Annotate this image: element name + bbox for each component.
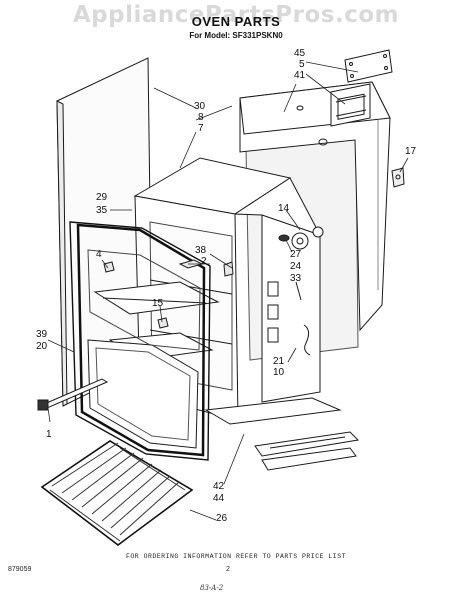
callout-1: 1 bbox=[46, 429, 52, 440]
callout-2: 2 bbox=[201, 256, 207, 267]
element-rod bbox=[38, 379, 107, 410]
panel-hole bbox=[297, 106, 303, 110]
small-clips bbox=[104, 260, 233, 328]
bottom-brackets bbox=[206, 398, 358, 470]
callout-42: 42 bbox=[213, 481, 225, 492]
top-bracket bbox=[345, 50, 392, 82]
panel-hole bbox=[319, 139, 327, 145]
front-frame bbox=[70, 222, 210, 460]
document-code: 879059 bbox=[8, 566, 32, 573]
callout-45: 45 bbox=[294, 48, 306, 59]
callout-35: 35 bbox=[96, 205, 108, 216]
page-number: 2 bbox=[226, 566, 230, 573]
vent-bracket bbox=[331, 84, 370, 126]
callout-30: 30 bbox=[194, 101, 206, 112]
callout-24: 24 bbox=[290, 261, 302, 272]
callout-39: 39 bbox=[36, 329, 48, 340]
callout-21: 21 bbox=[273, 356, 285, 367]
diagram-title: OVEN PARTS bbox=[191, 14, 281, 29]
ordering-note: FOR ORDERING INFORMATION REFER TO PARTS … bbox=[125, 553, 347, 560]
leader-lines bbox=[48, 62, 408, 520]
callout-44: 44 bbox=[213, 493, 225, 504]
callout-41: 41 bbox=[294, 70, 306, 81]
callout-8: 8 bbox=[198, 112, 204, 123]
callout-17: 17 bbox=[405, 146, 417, 157]
callout-10: 10 bbox=[273, 367, 285, 378]
callout-15: 15 bbox=[152, 298, 164, 309]
callout-29: 29 bbox=[96, 192, 108, 203]
callout-4: 4 bbox=[96, 249, 102, 260]
oven-rack bbox=[42, 441, 192, 545]
callout-14: 14 bbox=[278, 203, 290, 214]
clip-17 bbox=[392, 168, 404, 187]
watermark: AppliancePartsPros.com bbox=[72, 2, 400, 28]
callout-33: 33 bbox=[290, 273, 302, 284]
callout-5: 5 bbox=[299, 59, 305, 70]
callout-27: 27 bbox=[290, 249, 302, 260]
callout-7: 7 bbox=[198, 123, 204, 134]
callout-20: 20 bbox=[36, 341, 48, 352]
model-subtitle: For Model: SF331PSKN0 bbox=[189, 31, 283, 40]
handwritten-mark: 83-A-2 bbox=[200, 584, 224, 592]
callout-38: 38 bbox=[195, 245, 207, 256]
callout-26: 26 bbox=[216, 513, 228, 524]
light-socket-assembly bbox=[279, 227, 323, 249]
